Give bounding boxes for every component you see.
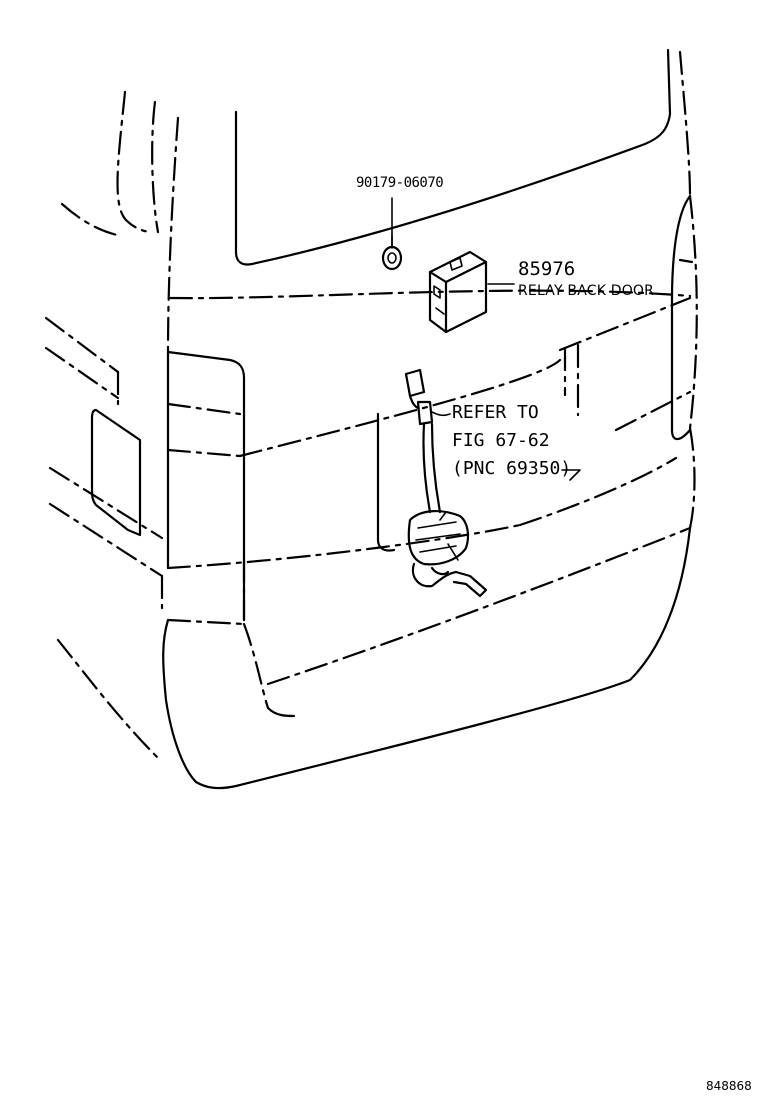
relay-part [428, 250, 515, 334]
clip-part-number: 90179-06070 [356, 175, 444, 191]
relay-part-number: 85976 [518, 258, 576, 280]
leader-lines [391, 197, 581, 481]
left-tail-lamp [166, 350, 246, 622]
back-door-panel [166, 289, 692, 622]
relay-part-name: RELAY BACK DOOR [518, 283, 655, 299]
rear-bumper [162, 426, 696, 790]
refer-pnc-label: (PNC 69350) [452, 458, 572, 479]
refer-figure-label: FIG 67-62 [452, 430, 550, 451]
van-right-side [670, 50, 698, 441]
refer-to-label: REFER TO [452, 402, 539, 423]
door-lock-assembly [404, 368, 488, 598]
van-left-side [44, 90, 180, 762]
rear-window [234, 48, 672, 266]
drawing-code: 848868 [706, 1079, 752, 1093]
